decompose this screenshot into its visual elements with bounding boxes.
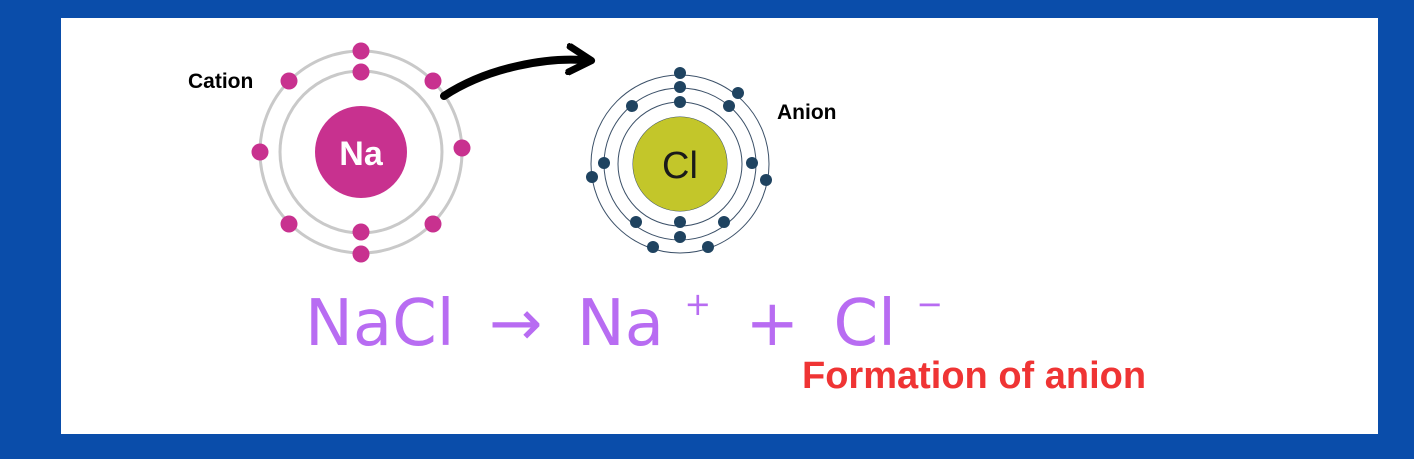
equation-reactant: NaCl [305,287,455,361]
equation-plus: + [745,287,799,361]
chlorine-electron [732,87,744,99]
equation-arrow: → [489,287,543,361]
chlorine-electron [746,157,758,169]
equation: NaCl → Na + + Cl − [305,257,943,361]
sodium-electron [280,72,298,90]
chlorine-atom: Cl [586,67,772,254]
sodium-electron [280,215,298,233]
sodium-symbol: Na [339,135,384,173]
sodium-nucleus [315,106,407,198]
chlorine-electron [674,216,686,228]
sodium-charge: + [684,285,711,323]
chlorine-electron [674,67,686,79]
chlorine-symbol: Cl [662,145,698,187]
sodium-electron [453,139,471,157]
chlorine-electron [630,216,642,228]
sodium-electrons [251,42,471,263]
chlorine-electrons [586,67,772,253]
chlorine-electron [598,157,610,169]
chlorine-electron [626,100,638,112]
sodium-electron [251,143,269,161]
chlorine-nucleus [633,117,727,211]
anion-label: Anion [777,101,836,124]
chlorine-electron [760,174,772,186]
chlorine-electron [718,216,730,228]
sodium-electron [352,223,370,241]
sodium-electron [424,215,442,233]
chlorine-electron [723,100,735,112]
chlorine-electron [674,96,686,108]
chlorine-electron [674,81,686,93]
chlorine-electron [647,241,659,253]
chlorine-electron [586,171,598,183]
equation-product-chlorine: Cl [833,287,895,361]
sodium-electron [352,63,370,81]
caption: Formation of anion [802,355,1146,397]
chlorine-electron [702,241,714,253]
sodium-electron [424,72,442,90]
sodium-atom: Na [251,42,471,263]
sodium-electron [352,245,370,263]
sodium-electron [352,42,370,60]
chlorine-electron [674,231,686,243]
curved-arrow-icon [440,60,582,100]
equation-product-sodium: Na [577,287,664,361]
content-panel [61,18,1378,434]
chlorine-charge: − [916,285,943,323]
cation-label: Cation [188,70,253,93]
